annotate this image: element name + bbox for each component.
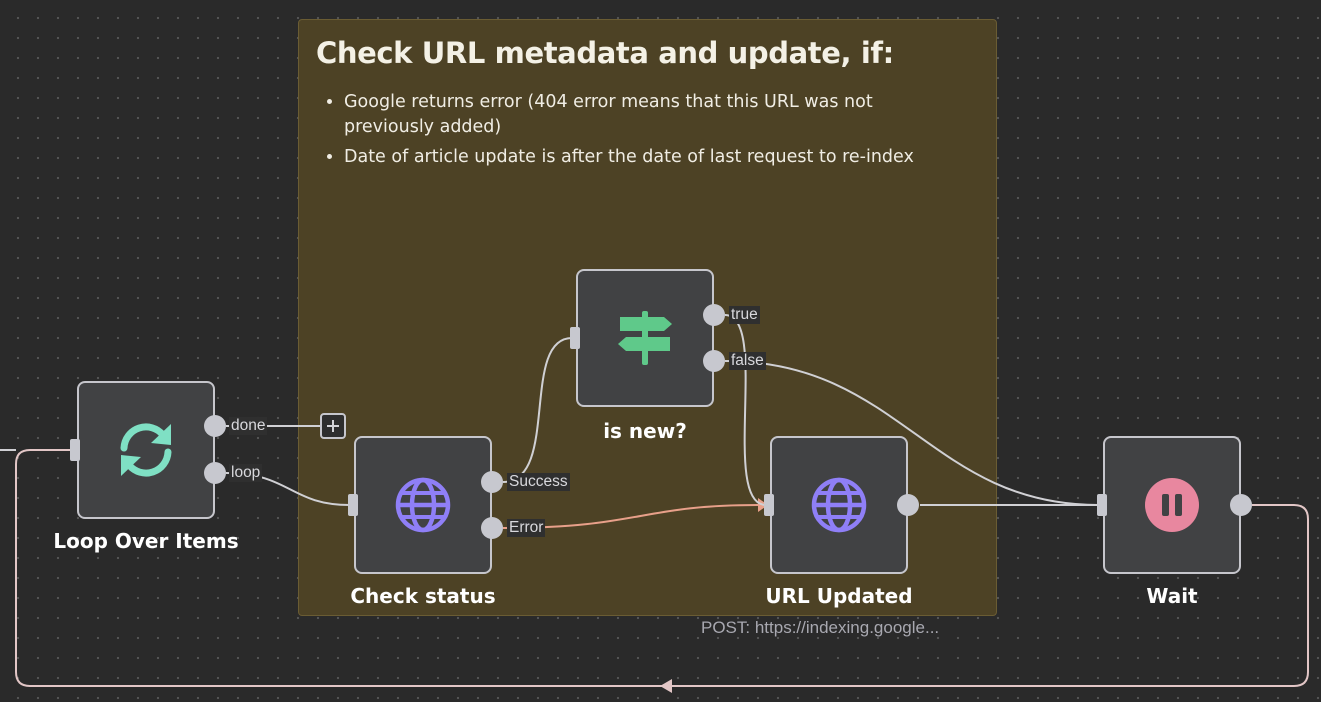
node-check-status[interactable] [354,436,492,574]
node-label: URL Updated [765,584,913,608]
connection-false-to-wait[interactable] [724,360,1099,506]
node-is-new[interactable] [576,269,714,407]
input-port[interactable] [570,327,580,349]
output-port-success[interactable] [481,471,503,493]
node-loop-over-items[interactable] [77,381,215,519]
output-port[interactable] [897,494,919,516]
sticky-note-list: Google returns error (404 error means th… [344,90,964,175]
pause-icon [1145,478,1199,532]
output-port-false[interactable] [703,350,725,372]
input-port[interactable] [348,494,358,516]
output-label-success: Success [507,473,570,491]
node-subtitle: POST: https://indexing.google... [701,618,940,637]
node-label: Loop Over Items [53,529,239,553]
arrow-head [660,679,672,693]
output-port-loop[interactable] [204,462,226,484]
node-label: Wait [1146,584,1198,608]
output-label-true: true [729,306,760,324]
output-label-loop: loop [229,464,263,482]
input-port[interactable] [70,439,80,461]
globe-icon [811,477,867,533]
add-node-button[interactable] [320,413,346,439]
node-label: Check status [350,584,496,608]
output-port[interactable] [1230,494,1252,516]
sticky-note-item: Google returns error (404 error means th… [344,90,964,140]
connection-success-to-is-new[interactable] [502,337,573,483]
output-port-true[interactable] [703,304,725,326]
connection-error-to-url-updated[interactable] [502,504,759,529]
output-port-done[interactable] [204,415,226,437]
input-port[interactable] [764,494,774,516]
signpost-icon [618,311,672,365]
output-label-error: Error [507,519,546,537]
node-label: is new? [603,419,687,443]
output-port-error[interactable] [481,517,503,539]
output-label-done: done [229,417,268,435]
input-port[interactable] [1097,494,1107,516]
node-wait[interactable] [1103,436,1241,574]
node-url-updated[interactable] [770,436,908,574]
globe-icon [395,477,451,533]
sticky-note-item: Date of article update is after the date… [344,145,964,170]
loop-arrows-icon [120,423,172,477]
sticky-note-title: Check URL metadata and update, if: [316,36,894,70]
connection-true-to-url-updated[interactable] [724,314,767,506]
output-label-false: false [729,352,766,370]
